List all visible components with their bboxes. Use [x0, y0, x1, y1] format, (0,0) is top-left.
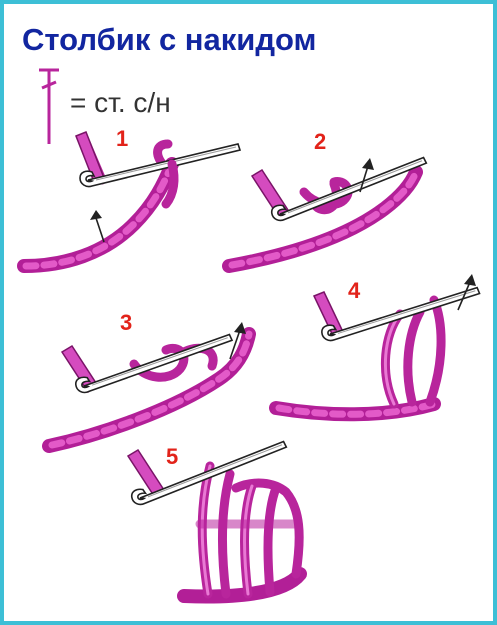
step-number: 2 — [314, 129, 326, 154]
page-title: Столбик с накидом — [22, 22, 317, 57]
arrow-icon — [359, 158, 374, 193]
step-4-illustration: 4 — [269, 274, 483, 422]
arrow-icon — [229, 322, 246, 360]
step-1-illustration: 1 — [17, 126, 241, 273]
step-3-illustration: 3 — [42, 310, 256, 453]
arrow-icon — [457, 274, 476, 311]
step-5-illustration: 5 — [126, 440, 307, 604]
step-number: 3 — [120, 310, 132, 335]
arrow-icon — [90, 210, 105, 243]
step-2-illustration: 2 — [222, 129, 433, 273]
step-number: 1 — [116, 126, 128, 151]
step-number: 5 — [166, 444, 178, 469]
step-number: 4 — [348, 278, 361, 303]
double-crochet-symbol-icon — [39, 68, 59, 144]
legend-text: = ст. с/н — [70, 87, 171, 118]
crochet-steps-illustration: 1 2 3 — [17, 126, 483, 604]
